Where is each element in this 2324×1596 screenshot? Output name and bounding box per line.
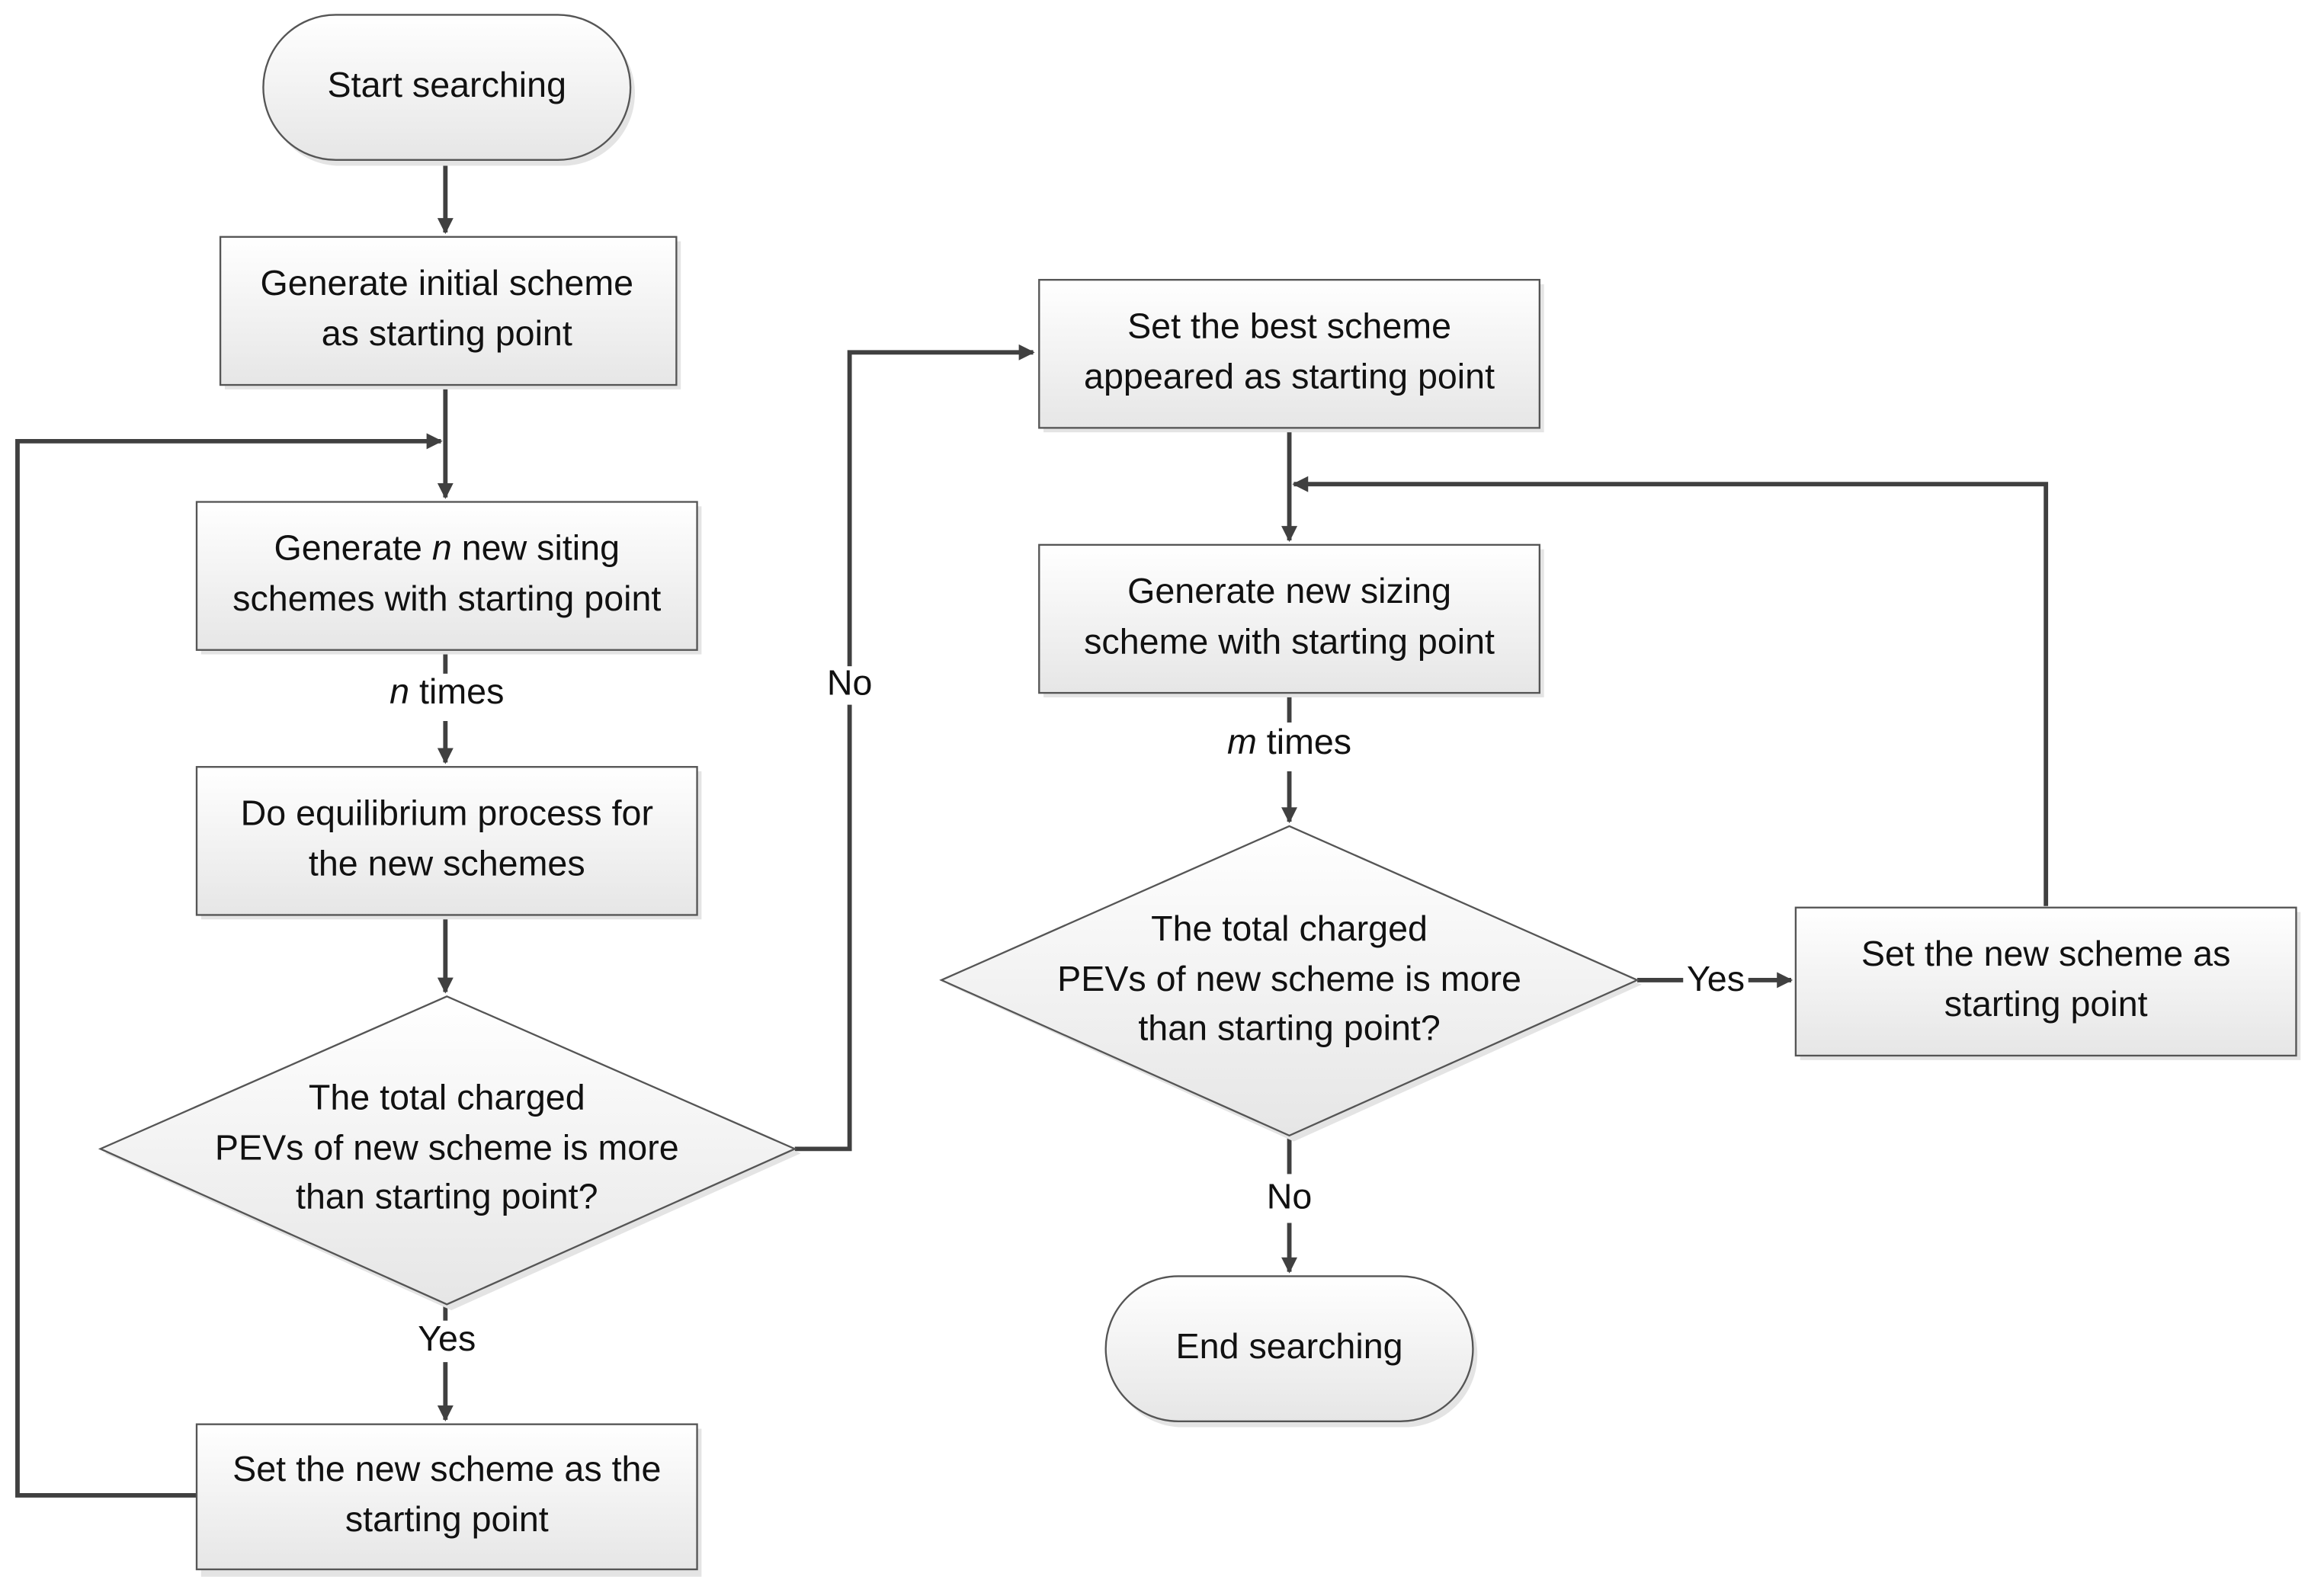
setnew1-label-line2: starting point — [345, 1499, 549, 1539]
edge-loop-back-right — [1292, 476, 2049, 906]
siting-label-line1: Generate n new siting — [274, 528, 620, 568]
equilibrium-process-box: Do equilibrium process for the new schem… — [195, 766, 702, 920]
init-process-box: Generate initial scheme as starting poin… — [219, 236, 681, 389]
setnew-left-process-box: Set the new scheme as the starting point — [195, 1423, 702, 1577]
n-times-label: n times — [389, 671, 504, 711]
dec2-no-label: No — [1267, 1177, 1313, 1216]
edge-dec1-no-to-best — [847, 344, 1035, 667]
edge-loop-back-left — [15, 433, 443, 1498]
start-label: Start searching — [328, 65, 566, 104]
dec2-label-line3: than starting point? — [1138, 1008, 1440, 1047]
dec2-label-line1: The total charged — [1151, 909, 1428, 948]
decision-1-diamond: The total charged PEVs of new scheme is … — [98, 995, 801, 1311]
sizing-label-line2: scheme with starting point — [1084, 621, 1495, 661]
setnew-right-process-box: Set the new scheme as starting point — [1794, 906, 2301, 1060]
end-terminal: End searching — [1104, 1275, 1478, 1428]
m-times-label: m times — [1227, 722, 1351, 761]
best-label-line1: Set the best scheme — [1127, 306, 1451, 346]
start-terminal: Start searching — [262, 14, 635, 166]
setnew2-label-line2: starting point — [1944, 984, 2148, 1024]
setnew2-label-line1: Set the new scheme as — [1861, 934, 2230, 973]
equil-label-line2: the new schemes — [309, 844, 585, 883]
dec1-label-line3: than starting point? — [296, 1177, 598, 1216]
siting-label-line2: schemes with starting point — [232, 578, 661, 618]
siting-process-box: Generate n new siting schemes with start… — [195, 501, 702, 655]
best-scheme-process-box: Set the best scheme appeared as starting… — [1038, 278, 1544, 433]
dec2-label-line2: PEVs of new scheme is more — [1057, 959, 1521, 998]
sizing-label-line1: Generate new sizing — [1127, 571, 1451, 611]
init-label-line2: as starting point — [322, 313, 572, 353]
setnew1-label-line1: Set the new scheme as the — [232, 1449, 661, 1489]
end-label: End searching — [1176, 1326, 1403, 1366]
dec1-label-line2: PEVs of new scheme is more — [215, 1128, 679, 1168]
dec1-no-label: No — [827, 663, 873, 703]
edge-dec1-no-lower — [794, 704, 852, 1152]
init-label-line1: Generate initial scheme — [260, 263, 633, 303]
connectors — [15, 159, 2049, 1498]
dec1-yes-label: Yes — [418, 1319, 476, 1358]
equil-label-line1: Do equilibrium process for — [241, 793, 653, 833]
decision-2-diamond: The total charged PEVs of new scheme is … — [939, 825, 1642, 1142]
dec1-label-line1: The total charged — [309, 1078, 585, 1117]
dec2-yes-label: Yes — [1687, 959, 1745, 998]
sizing-process-box: Generate new sizing scheme with starting… — [1038, 543, 1544, 697]
best-label-line2: appeared as starting point — [1084, 357, 1495, 396]
